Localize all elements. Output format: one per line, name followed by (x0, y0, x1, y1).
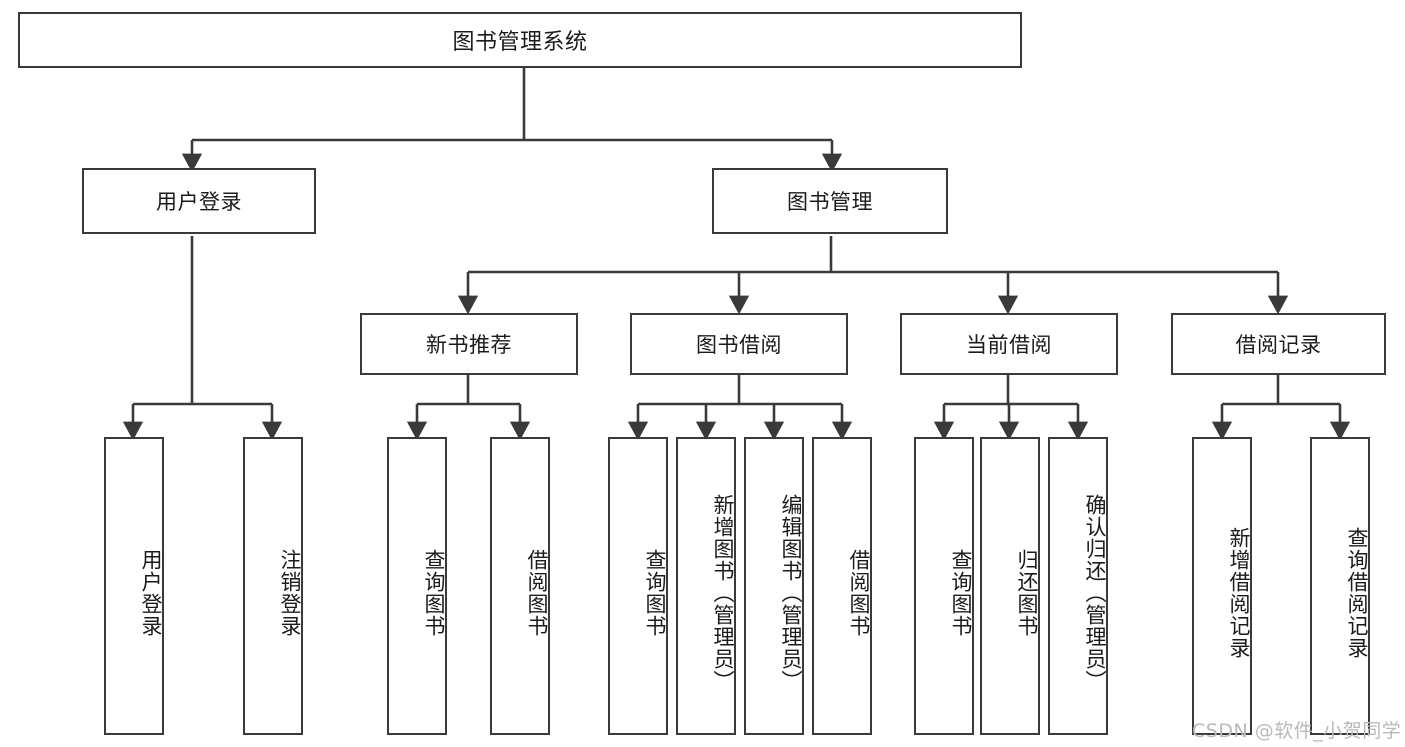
node-book-manage-label: 图书管理 (787, 190, 873, 214)
leaf-add-record[interactable]: 新增借阅记录 (1192, 437, 1252, 735)
node-new-book-recommend[interactable]: 新书推荐 (360, 313, 578, 375)
leaf-user-login-label: 用户登录 (139, 549, 163, 637)
leaf-query-record-label: 查询借阅记录 (1345, 527, 1369, 659)
leaf-logout-login[interactable]: 注销登录 (243, 437, 303, 735)
node-borrow-record-label: 借阅记录 (1235, 333, 1322, 357)
leaf-query-book-2[interactable]: 查询图书 (608, 437, 668, 735)
node-current-borrow[interactable]: 当前借阅 (900, 313, 1118, 375)
leaf-query-record[interactable]: 查询借阅记录 (1310, 437, 1370, 735)
leaf-borrow-book-2[interactable]: 借阅图书 (812, 437, 872, 735)
node-borrow-record[interactable]: 借阅记录 (1171, 313, 1386, 375)
node-new-book-recommend-label: 新书推荐 (426, 333, 512, 357)
node-book-borrow[interactable]: 图书借阅 (630, 313, 848, 375)
leaf-return-book-label: 归还图书 (1015, 549, 1039, 637)
leaf-return-book[interactable]: 归还图书 (980, 437, 1040, 735)
leaf-logout-login-label: 注销登录 (278, 549, 302, 637)
leaf-query-book-3[interactable]: 查询图书 (914, 437, 974, 735)
node-user-login-label: 用户登录 (156, 190, 242, 214)
leaf-edit-book-label: 编辑图书（管理员） (779, 494, 803, 692)
leaf-borrow-book-2-label: 借阅图书 (847, 549, 871, 637)
leaf-add-book[interactable]: 新增图书（管理员） (676, 437, 736, 735)
leaf-confirm-return[interactable]: 确认归还（管理员） (1048, 437, 1108, 735)
leaf-confirm-return-label: 确认归还（管理员） (1083, 494, 1107, 692)
leaf-query-book-3-label: 查询图书 (949, 549, 973, 637)
csdn-watermark: CSDN @软件_小贺同学 (1192, 720, 1402, 742)
leaf-query-book-2-label: 查询图书 (643, 549, 667, 637)
node-root-label: 图书管理系统 (452, 30, 588, 55)
leaf-borrow-book-1[interactable]: 借阅图书 (490, 437, 550, 735)
node-user-login[interactable]: 用户登录 (82, 168, 316, 234)
leaf-query-book-1[interactable]: 查询图书 (387, 437, 447, 735)
leaf-add-book-label: 新增图书（管理员） (711, 494, 735, 692)
leaf-query-book-1-label: 查询图书 (422, 549, 446, 637)
leaf-user-login[interactable]: 用户登录 (104, 437, 164, 735)
node-book-manage[interactable]: 图书管理 (712, 168, 948, 234)
node-book-borrow-label: 图书借阅 (696, 333, 782, 357)
node-root[interactable]: 图书管理系统 (18, 12, 1022, 68)
node-current-borrow-label: 当前借阅 (966, 333, 1052, 357)
leaf-borrow-book-1-label: 借阅图书 (525, 549, 549, 637)
leaf-edit-book[interactable]: 编辑图书（管理员） (744, 437, 804, 735)
leaf-add-record-label: 新增借阅记录 (1227, 527, 1251, 659)
